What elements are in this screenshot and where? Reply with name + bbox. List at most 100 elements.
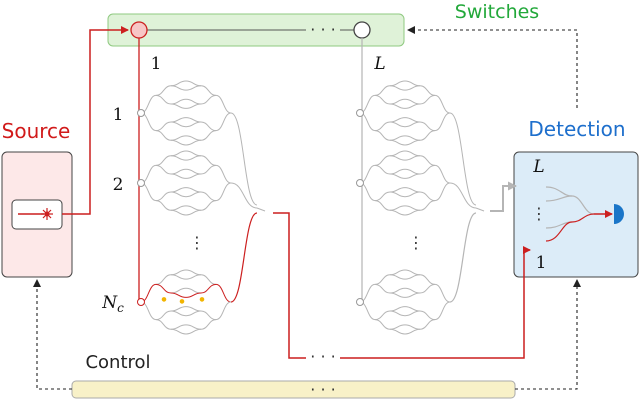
detection-first-index: 1 xyxy=(536,253,547,273)
waveguide-arm xyxy=(404,121,421,128)
detector-icon xyxy=(614,204,624,224)
control-label: Control xyxy=(85,352,150,373)
waveguide-combine xyxy=(215,164,232,184)
waveguide-arm xyxy=(170,135,187,141)
waveguide-arm xyxy=(389,274,406,280)
waveguide-combine xyxy=(200,319,217,330)
waveguide-combine xyxy=(419,319,436,330)
waveguide-arm xyxy=(389,117,406,123)
waveguide-arm xyxy=(389,328,406,335)
output-ellipsis: · · · xyxy=(310,347,335,366)
waveguide-arm xyxy=(404,287,421,294)
waveguide-split xyxy=(374,94,391,105)
waveguide-arm xyxy=(170,80,187,87)
waveguide-arm xyxy=(404,85,421,91)
waveguide-arm xyxy=(404,103,421,109)
chain-index-1: 1 xyxy=(113,105,124,125)
waveguide-combine xyxy=(215,94,232,114)
waveguide-split xyxy=(155,274,172,285)
waveguide-arm xyxy=(389,187,406,193)
waveguide-arm xyxy=(389,209,406,216)
waveguide-combine xyxy=(419,94,436,105)
output-combine xyxy=(230,212,258,303)
waveguide-arm xyxy=(404,150,421,157)
chain-input-node-1 xyxy=(137,179,145,187)
waveguide-arm xyxy=(185,209,202,216)
waveguide-arm xyxy=(185,306,202,312)
waveguide-arm xyxy=(389,324,406,330)
waveguide-combine xyxy=(200,274,217,285)
waveguide-combine xyxy=(200,283,217,294)
waveguide-arm xyxy=(185,173,202,179)
waveguide-arm xyxy=(170,191,187,198)
waveguide-arm xyxy=(404,168,421,175)
waveguide-combine xyxy=(419,274,436,285)
waveguide-split xyxy=(155,121,172,132)
waveguide-combine xyxy=(200,155,217,166)
waveguide-arm xyxy=(404,306,421,312)
waveguide-arm xyxy=(170,103,187,109)
waveguide-combine xyxy=(434,112,451,132)
waveguide-arm xyxy=(170,205,187,211)
waveguide-arm xyxy=(170,150,187,157)
waveguide-arm xyxy=(389,155,406,161)
waveguide-arm xyxy=(185,135,202,141)
switch-last-index: L xyxy=(373,54,385,74)
waveguide-combine xyxy=(419,310,436,321)
waveguide-split xyxy=(155,164,172,175)
waveguide-arm xyxy=(404,209,421,216)
output-combine xyxy=(449,112,477,206)
waveguide-split xyxy=(374,283,391,294)
waveguide-combine xyxy=(434,94,451,114)
waveguide-combine xyxy=(200,310,217,321)
waveguide-arm xyxy=(404,98,421,105)
interferometer-column-1 xyxy=(137,38,266,335)
waveguide-arm xyxy=(170,168,187,175)
waveguide-split xyxy=(155,191,172,202)
laser-icon xyxy=(11,199,63,230)
switches-bar: · · · xyxy=(107,13,405,47)
waveguide-arm xyxy=(170,155,187,161)
waveguide-arm xyxy=(185,269,202,276)
column-1-ellipsis: ⋮ xyxy=(189,233,205,252)
waveguide-arm xyxy=(170,328,187,335)
waveguide-split xyxy=(155,155,172,166)
waveguide-split xyxy=(374,200,391,211)
chain-input-node-2 xyxy=(137,298,145,306)
waveguide-arm xyxy=(170,274,187,280)
waveguide-split xyxy=(155,94,172,105)
waveguide-split xyxy=(374,274,391,285)
waveguide-arm xyxy=(404,205,421,211)
waveguide-arm xyxy=(185,117,202,123)
waveguide-arm xyxy=(170,85,187,91)
waveguide-arm xyxy=(185,155,202,161)
detection-box xyxy=(513,151,639,278)
waveguide-arm xyxy=(404,310,421,317)
waveguide-combine xyxy=(419,121,436,132)
waveguide-split xyxy=(155,310,172,321)
waveguide-combine xyxy=(200,130,217,141)
waveguide-arm xyxy=(404,269,421,276)
control-bar xyxy=(71,380,516,399)
waveguide-arm xyxy=(185,139,202,146)
phase-marker xyxy=(179,299,185,304)
waveguide-arm xyxy=(185,191,202,198)
waveguide-arm xyxy=(404,139,421,146)
waveguide-arm xyxy=(185,324,202,330)
waveguide-arm xyxy=(389,121,406,128)
waveguide-combine xyxy=(419,200,436,211)
waveguide-arm xyxy=(185,168,202,175)
switches-label: Switches xyxy=(455,1,539,23)
detection-ellipsis: ⋮ xyxy=(531,204,547,223)
waveguide-arm xyxy=(404,117,421,123)
waveguide-split xyxy=(374,155,391,166)
waveguide-arm xyxy=(170,209,187,216)
waveguide-arm xyxy=(170,173,187,179)
output-route-arrow xyxy=(273,212,306,359)
waveguide-split xyxy=(374,191,391,202)
waveguide-arm xyxy=(389,205,406,211)
waveguide-arm xyxy=(389,103,406,109)
waveguide-arm xyxy=(185,274,202,280)
waveguide-split xyxy=(374,310,391,321)
waveguide-combine xyxy=(419,130,436,141)
